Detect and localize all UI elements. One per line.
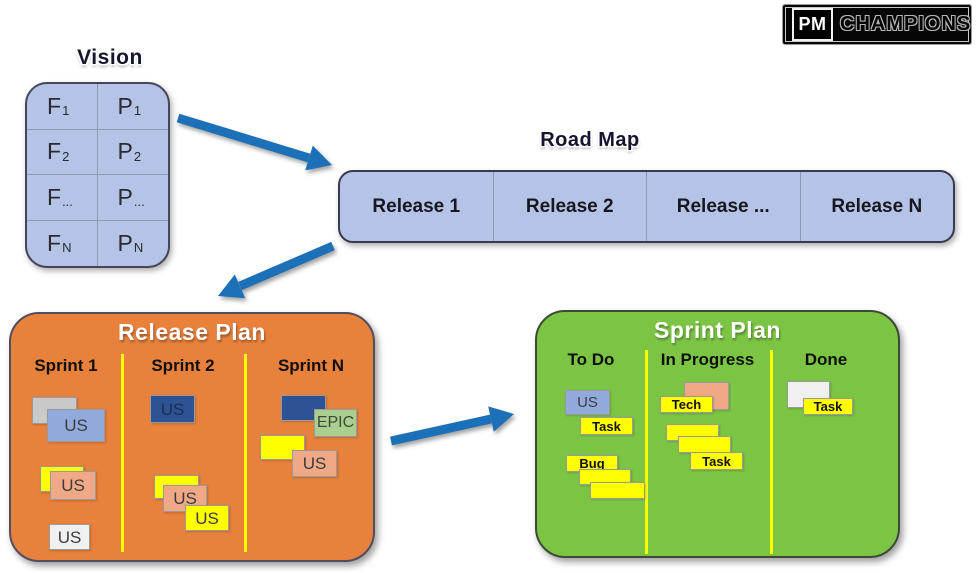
roadmap-release-2: Release 2	[494, 172, 647, 241]
card-us: US	[50, 471, 96, 500]
card-us: US	[292, 450, 337, 477]
card-epic: EPIC	[314, 409, 357, 437]
card-tech: Tech	[660, 396, 713, 413]
sprint-plan-box: Sprint Plan To Do In Progress Done US Ta…	[535, 310, 900, 558]
card-us: US	[565, 390, 610, 415]
logo-pm-box: PM	[792, 8, 833, 41]
card-task: Task	[803, 398, 853, 415]
sprint-col-todo-header: To Do	[567, 350, 615, 369]
roadmap-title: Road Map	[540, 129, 640, 151]
arrow-vision-to-roadmap	[176, 113, 332, 171]
card-us: US	[150, 395, 195, 423]
release-col-sprintn-header: Sprint N	[277, 356, 345, 375]
roadmap-bar: Release 1 Release 2 Release ... Release …	[338, 170, 955, 243]
vision-cell-pdots: P...	[97, 175, 168, 221]
card-us: US	[47, 409, 105, 442]
roadmap-release-dots: Release ...	[647, 172, 801, 241]
card-blank	[678, 436, 731, 453]
logo-name-text: CHAMPIONS	[840, 13, 972, 35]
release-divider-1	[121, 354, 124, 552]
release-col-sprint1-header: Sprint 1	[34, 356, 98, 375]
vision-cell-fdots: F...	[27, 175, 98, 221]
release-col-sprint2-header: Sprint 2	[151, 356, 215, 375]
vision-title: Vision	[77, 46, 143, 69]
release-plan-title: Release Plan	[118, 319, 266, 345]
card-blank	[590, 482, 645, 499]
sprint-divider-1	[645, 350, 648, 554]
logo-pm-text: PM	[798, 14, 827, 34]
card-us: US	[185, 505, 229, 531]
roadmap-release-n: Release N	[831, 195, 923, 217]
pm-champions-logo: PM CHAMPIONS	[782, 4, 972, 45]
release-plan-box: Release Plan Sprint 1 Sprint 2 Sprint N …	[9, 312, 375, 562]
sprint-col-inprogress-header: In Progress	[660, 350, 755, 369]
release-divider-2	[244, 354, 247, 552]
card-us: US	[49, 524, 90, 550]
sprint-col-done-header: Done	[804, 350, 848, 369]
arrow-roadmap-to-release-plan	[218, 241, 335, 299]
arrow-release-to-sprint-plan	[390, 406, 514, 446]
sprint-plan-title: Sprint Plan	[654, 317, 781, 343]
card-task: Task	[690, 452, 743, 470]
sprint-divider-2	[770, 350, 773, 554]
card-task: Task	[580, 417, 633, 435]
roadmap-release-1: Release 1	[340, 172, 494, 241]
